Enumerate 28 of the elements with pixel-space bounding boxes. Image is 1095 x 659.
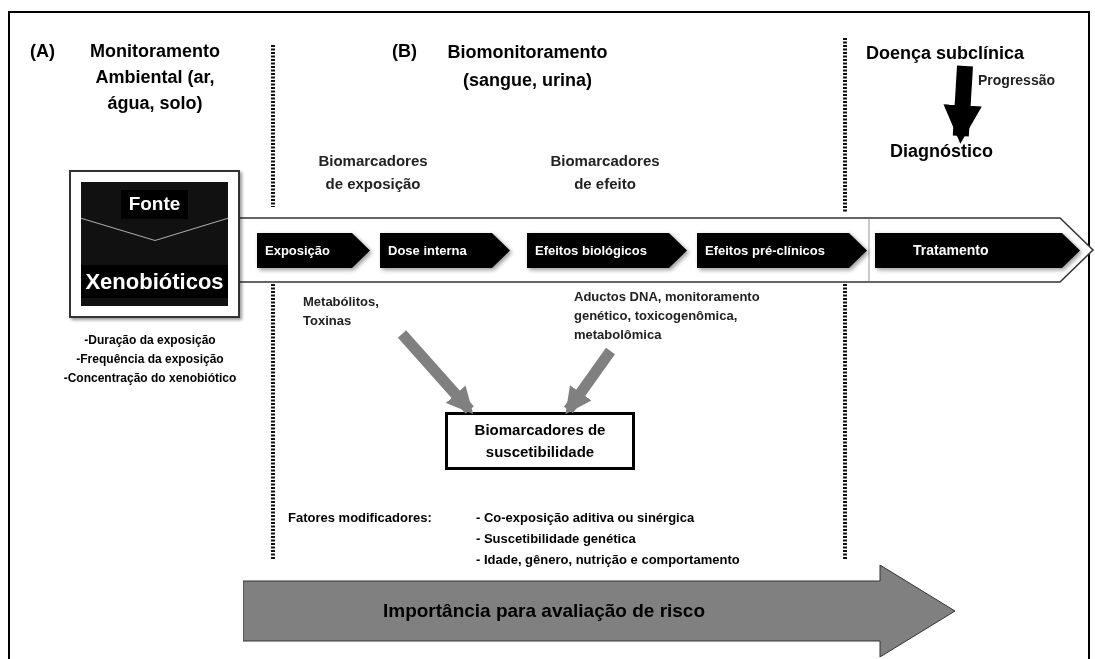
stage-heading: Doença subclínica (866, 40, 1025, 67)
section-heading: Biomonitoramento (sangue, urina) (446, 41, 609, 92)
factor-item: -Frequência da exposição (75, 351, 225, 368)
process-step: Dose interna (380, 233, 510, 268)
factor-item: -Concentração do xenobiótico (62, 370, 238, 387)
section-heading: Monitoramento Ambiental (ar, água, solo) (89, 40, 221, 115)
section-letter: (B) (392, 40, 418, 63)
node-title: Xenobióticos (81, 265, 228, 298)
arrow (943, 65, 982, 144)
factor-item: - Suscetibilidade genética (476, 530, 637, 548)
biomarker-heading: Biomarcadores de efeito (549, 151, 661, 194)
process-step: Exposição (257, 233, 370, 268)
process-step: Efeitos biológicos (527, 233, 687, 268)
factor-item: -Duração da exposição (83, 332, 217, 349)
node-title: Fonte (120, 190, 189, 219)
process-step: Tratamento (875, 233, 1080, 268)
process-box: Biomarcadores de suscetibilidade (445, 412, 635, 470)
annotation-text: Metabólitos, Toxinas (303, 292, 413, 330)
biomarker-heading: Biomarcadores de exposição (317, 151, 429, 194)
factor-item: - Co-exposição aditiva ou sinérgica (476, 509, 696, 527)
factor-heading: Fatores modificadores: (288, 509, 433, 527)
arrow (564, 347, 615, 415)
arrow (397, 330, 474, 414)
annotation-text: Aductos DNA, monitoramento genético, toxicogenômica, metabolômica (574, 287, 802, 344)
source-box (69, 170, 240, 318)
section-letter: (A) (30, 40, 56, 63)
stage-heading: Diagnóstico (890, 138, 993, 165)
process-step: Efeitos pré-clínicos (697, 233, 867, 268)
